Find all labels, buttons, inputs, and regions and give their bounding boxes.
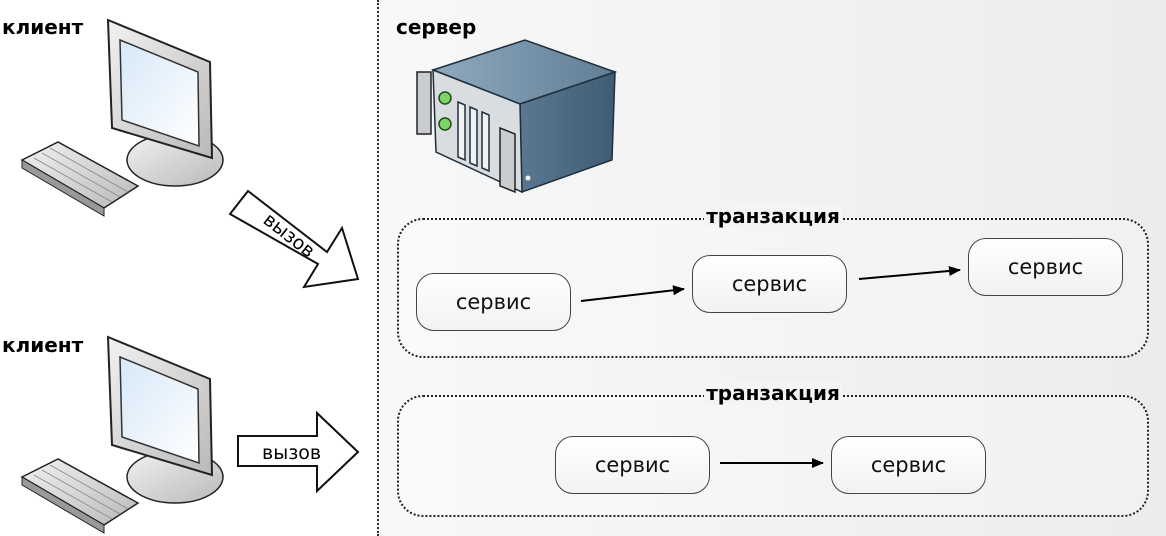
flow-arrow xyxy=(580,285,685,302)
call-label: вызов xyxy=(262,442,321,464)
service-box: сервис xyxy=(555,436,710,494)
client-2-label: клиент xyxy=(2,333,84,357)
service-box: сервис xyxy=(831,436,986,494)
server-label: сервер xyxy=(396,15,477,39)
transaction-2-label: транзакция xyxy=(704,381,842,405)
service-box: сервис xyxy=(416,273,571,331)
transaction-1-label: транзакция xyxy=(704,204,842,228)
transaction-2: транзакция xyxy=(397,381,1149,517)
service-box: сервис xyxy=(968,238,1123,296)
flow-arrow xyxy=(858,265,961,280)
client-1-label: клиент xyxy=(2,15,84,39)
call-arrow: вызов xyxy=(237,410,360,494)
computer-icon xyxy=(20,335,224,534)
computer-icon xyxy=(20,18,224,217)
call-arrow: вызов xyxy=(228,189,360,289)
server-icon xyxy=(416,39,618,194)
service-box: сервис xyxy=(692,255,847,313)
